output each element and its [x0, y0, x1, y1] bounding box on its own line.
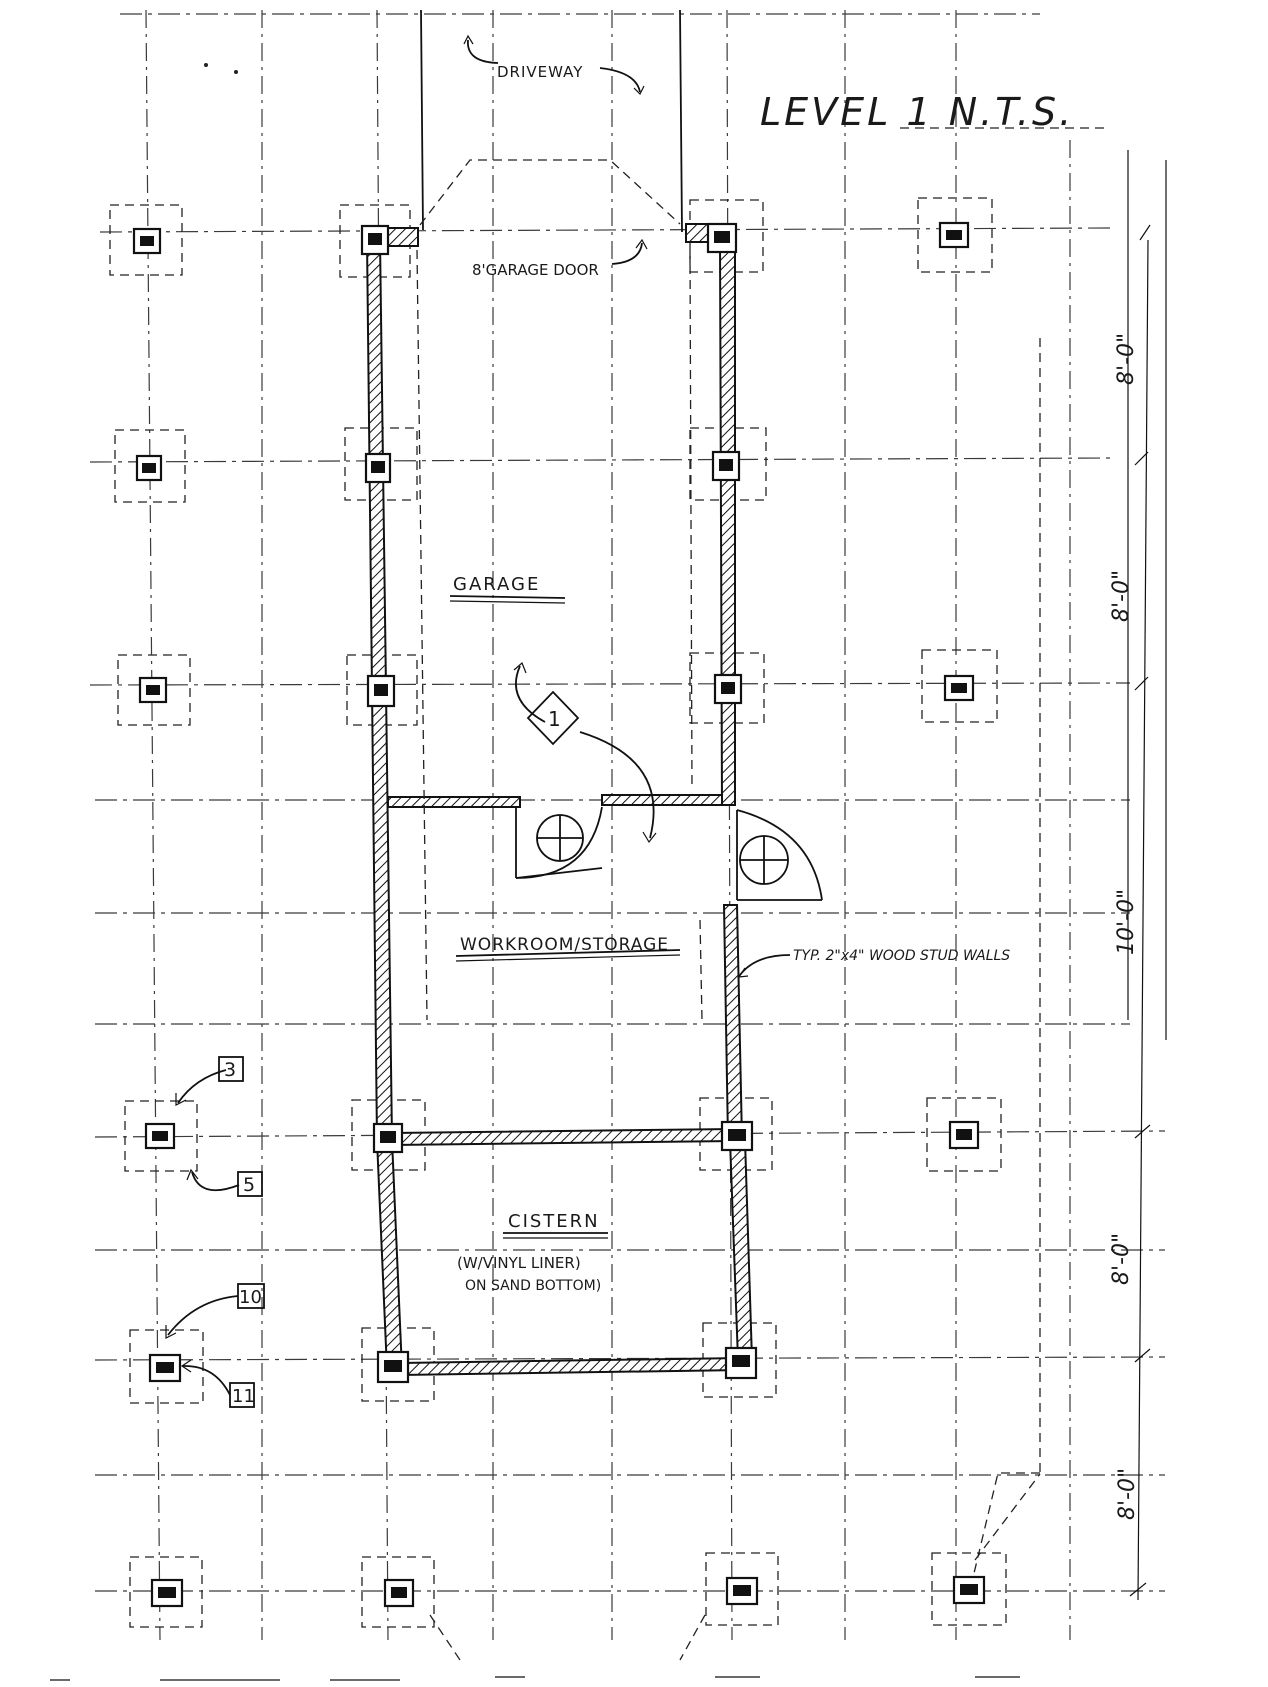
interior-dashed-lines — [416, 249, 703, 1021]
dimension-label: 8'-0" — [1109, 1233, 1134, 1285]
footings — [109, 197, 1041, 1661]
dimension-label: 10'-0" — [1114, 889, 1139, 955]
dimension-label: 8'-0" — [1109, 570, 1134, 622]
callout-tag-10: 10 — [237, 1283, 265, 1309]
callout-label: 1 — [548, 707, 561, 731]
cistern-note-line-1: (W/VINYL LINER) — [457, 1254, 581, 1272]
callout-tag-5: 5 — [237, 1171, 263, 1197]
callout-label: 10 — [239, 1287, 262, 1308]
callout-tag-3: 3 — [218, 1056, 244, 1082]
doors — [515, 806, 823, 901]
room-label-workroom: WORKROOM/STORAGE — [460, 935, 669, 955]
room-label-cistern: CISTERN — [508, 1211, 600, 1232]
room-label-garage: GARAGE — [453, 574, 540, 595]
grid-lines-vertical — [145, 9, 1071, 1641]
dimension-labels: 8'-0" 8'-0" 10'-0" 8'-0" 8'-0" — [1109, 333, 1140, 1520]
callout-label: 3 — [224, 1059, 236, 1081]
driveway-label: DRIVEWAY — [497, 63, 583, 81]
driveway-outline — [419, 9, 683, 233]
dimension-label: 8'-0" — [1115, 1468, 1140, 1520]
scan-marks — [50, 63, 1020, 1681]
callout-door-tag: 1 — [526, 690, 580, 746]
callout-tag-11: 11 — [229, 1382, 255, 1408]
drawing-title: LEVEL 1 N.T.S. — [760, 90, 1074, 134]
walls-note-label: TYP. 2"x4" WOOD STUD WALLS — [793, 948, 1010, 964]
floor-drain-icon — [536, 814, 584, 862]
posts — [132, 221, 986, 1608]
garage-door-label: 8'GARAGE DOOR — [472, 261, 599, 279]
floor-drain-icon — [739, 835, 789, 885]
callout-label: 11 — [232, 1386, 255, 1407]
leader-arrows — [165, 34, 791, 1396]
cistern-note-line-2: ON SAND BOTTOM) — [465, 1278, 601, 1294]
callout-label: 5 — [243, 1174, 255, 1196]
dimension-label: 8'-0" — [1114, 333, 1139, 385]
wall-posts — [360, 222, 758, 1384]
dimension-string — [969, 150, 1167, 1601]
